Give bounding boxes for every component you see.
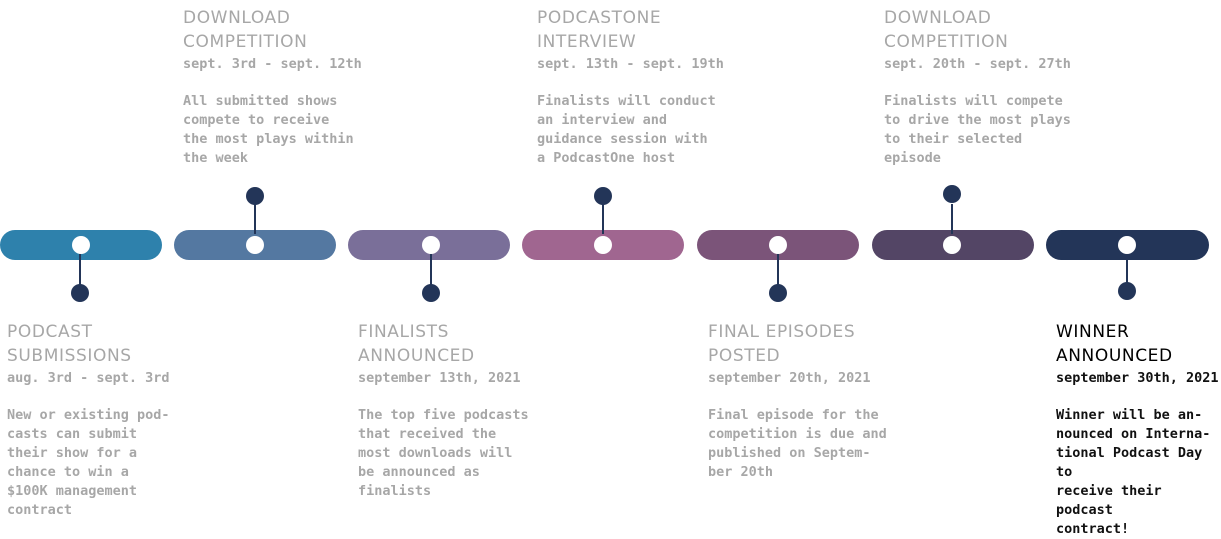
milestone-description: All submitted shows compete to receive t… bbox=[183, 93, 354, 166]
connector-line bbox=[254, 204, 256, 234]
connector-dot bbox=[71, 284, 89, 302]
milestone-title: DOWNLOAD COMPETITION bbox=[183, 8, 308, 52]
milestone-dates: sept. 3rd - sept. 12th bbox=[183, 56, 362, 72]
milestone-podcast-submissions: PODCAST SUBMISSIONS aug. 3rd - sept. 3rd… bbox=[7, 320, 197, 520]
milestone-dates: september 13th, 2021 bbox=[358, 370, 521, 386]
connector-dot bbox=[594, 187, 612, 205]
connector-dot bbox=[422, 284, 440, 302]
timeline-node bbox=[72, 236, 90, 254]
milestone-podcastone-interview: PODCASTONE INTERVIEW sept. 13th - sept. … bbox=[537, 6, 727, 168]
connector-line bbox=[777, 254, 779, 288]
connector-dot bbox=[769, 284, 787, 302]
timeline-node bbox=[769, 236, 787, 254]
milestone-title: PODCASTONE INTERVIEW bbox=[537, 8, 662, 52]
connector-dot bbox=[943, 185, 961, 203]
milestone-description: New or existing pod- casts can submit th… bbox=[7, 407, 170, 518]
timeline-node bbox=[1118, 236, 1136, 254]
timeline-segment-1 bbox=[0, 230, 162, 260]
milestone-dates: september 20th, 2021 bbox=[708, 370, 871, 386]
milestone-download-competition-1: DOWNLOAD COMPETITION sept. 3rd - sept. 1… bbox=[183, 6, 373, 168]
milestone-title: DOWNLOAD COMPETITION bbox=[884, 8, 1009, 52]
milestone-dates: september 30th, 2021 bbox=[1056, 370, 1219, 386]
milestone-dates: aug. 3rd - sept. 3rd bbox=[7, 370, 170, 386]
milestone-description: Final episode for the competition is due… bbox=[708, 407, 887, 480]
milestone-finalists-announced: FINALISTS ANNOUNCED september 13th, 2021… bbox=[358, 320, 548, 501]
connector-line bbox=[951, 204, 953, 234]
milestone-description: Finalists will conduct an interview and … bbox=[537, 93, 716, 166]
milestone-dates: sept. 13th - sept. 19th bbox=[537, 56, 724, 72]
timeline-segment-3 bbox=[348, 230, 510, 260]
milestone-description: The top five podcasts that received the … bbox=[358, 407, 529, 499]
timeline: PODCAST SUBMISSIONS aug. 3rd - sept. 3rd… bbox=[0, 6, 1219, 537]
connector-line bbox=[602, 204, 604, 234]
connector-line bbox=[430, 254, 432, 288]
timeline-segment-6 bbox=[872, 230, 1034, 260]
milestone-title: WINNER ANNOUNCED bbox=[1056, 322, 1173, 366]
milestone-description: Finalists will compete to drive the most… bbox=[884, 93, 1071, 166]
connector-line bbox=[1126, 254, 1128, 288]
connector-line bbox=[79, 254, 81, 288]
connector-dot bbox=[246, 187, 264, 205]
milestone-description: Winner will be an- nounced on Interna- t… bbox=[1056, 407, 1211, 537]
milestone-title: FINALISTS ANNOUNCED bbox=[358, 322, 475, 366]
milestone-dates: sept. 20th - sept. 27th bbox=[884, 56, 1071, 72]
timeline-node bbox=[943, 236, 961, 254]
milestone-winner-announced: WINNER ANNOUNCED september 30th, 2021 Wi… bbox=[1056, 320, 1221, 539]
timeline-segment-2 bbox=[174, 230, 336, 260]
timeline-segment-4 bbox=[522, 230, 684, 260]
timeline-node bbox=[246, 236, 264, 254]
timeline-node bbox=[594, 236, 612, 254]
milestone-download-competition-2: DOWNLOAD COMPETITION sept. 20th - sept. … bbox=[884, 6, 1074, 168]
milestone-final-episodes-posted: FINAL EPISODES POSTED september 20th, 20… bbox=[708, 320, 898, 482]
connector-dot bbox=[1118, 282, 1136, 300]
milestone-title: PODCAST SUBMISSIONS bbox=[7, 322, 132, 366]
milestone-title: FINAL EPISODES POSTED bbox=[708, 322, 856, 366]
timeline-node bbox=[422, 236, 440, 254]
